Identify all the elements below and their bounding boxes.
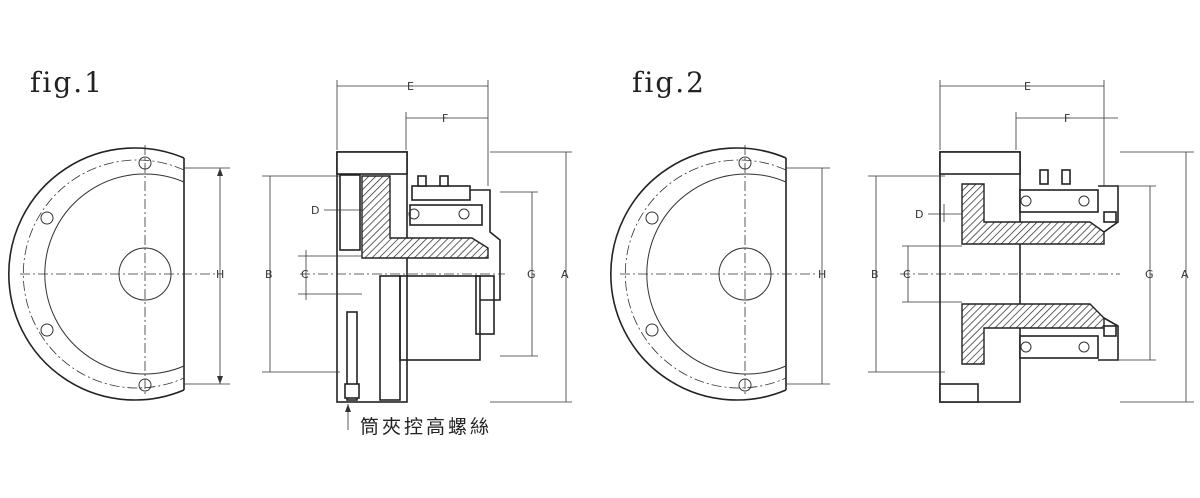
figure-1-label: fig.1 [30,66,104,99]
dim-label-G-2: G [1145,268,1154,281]
dim-label-B-2: B [871,268,879,281]
fig2-dimensions: E F A G B C D [868,80,1194,403]
fig2-dim-H: H [786,167,830,385]
fig1-section-view [300,151,505,403]
dim-label-D: D [311,204,319,217]
dim-label-E-2: E [1024,80,1031,93]
dim-label-E: E [407,80,414,93]
dim-label-A-2: A [1181,268,1189,281]
collet-height-screw-note: 筒夾控高螺絲 [360,416,493,438]
dim-label-G: G [527,268,536,281]
dim-label-D-2: D [915,208,923,221]
dim-label-H: H [216,268,224,281]
figure-2-label: fig.2 [632,66,706,99]
dim-label-C: C [301,268,309,281]
dim-label-B: B [265,268,273,281]
dim-label-F: F [442,112,448,125]
dim-label-F-2: F [1064,112,1070,125]
dim-label-C-2: C [903,268,911,281]
fig1-dim-H: H [184,167,230,385]
fig2-section-view [900,151,1120,403]
fig1-front-view [8,145,215,401]
dim-label-A: A [561,268,569,281]
fig1-dimensions: E F A G B C D [262,80,572,430]
fig2-front-view [610,145,815,401]
dim-label-H-2: H [818,268,826,281]
